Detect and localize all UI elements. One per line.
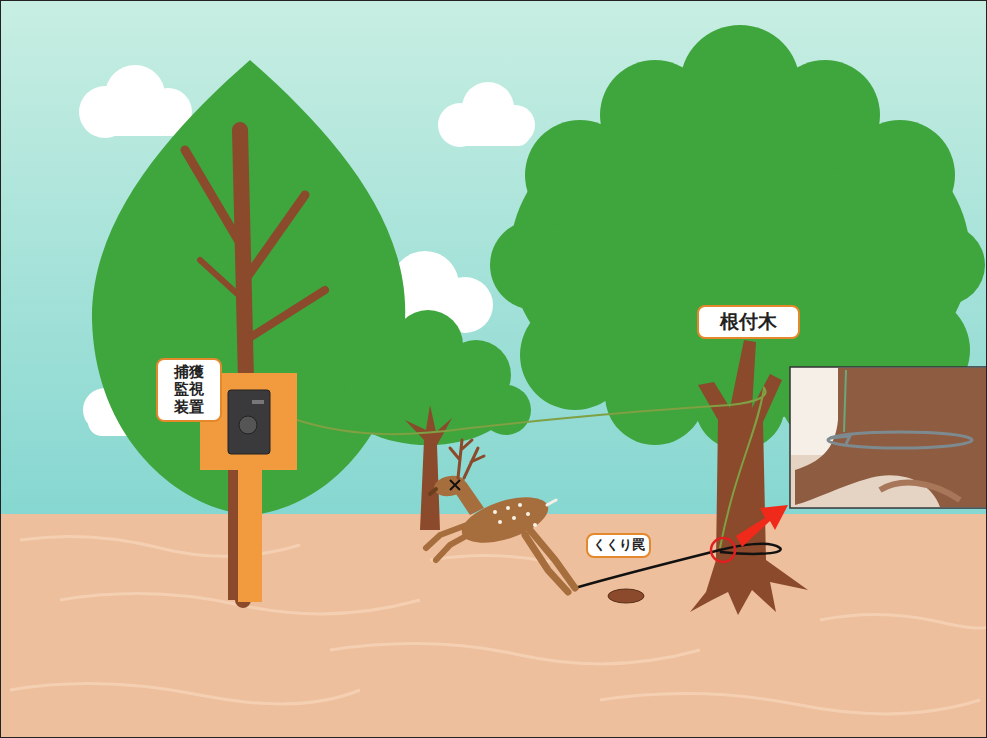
tree-branch [246, 290, 325, 340]
deer-spot [506, 506, 510, 510]
small-tree-trunk [405, 405, 452, 530]
ground-streak [600, 694, 980, 714]
inset-signal-wire [844, 370, 846, 432]
canopy-puff [525, 120, 635, 230]
highlight-circle [711, 538, 735, 562]
mount-post [238, 460, 262, 602]
deer-spots [493, 503, 537, 527]
cloud [438, 82, 535, 147]
deer-antlers [450, 440, 484, 478]
ground-streak [330, 644, 700, 664]
monitor-device [228, 390, 270, 454]
ground-texture [10, 536, 987, 713]
deer-spot [533, 523, 537, 527]
label-text: 捕獲 監視 装置 [162, 364, 216, 416]
deer-spot [512, 516, 516, 520]
inset-closeup [790, 367, 987, 508]
inset-wire-loop [828, 432, 972, 448]
deer-spot [498, 520, 502, 524]
ground [0, 514, 987, 738]
deer-spot [526, 512, 530, 516]
canopy-puff [905, 225, 985, 305]
device-slot [252, 400, 264, 404]
tree-branch [200, 260, 244, 300]
ground-streak [430, 555, 550, 562]
label-text-group: 捕獲 監視 装置 [162, 364, 216, 416]
label-text: くくり罠 [593, 538, 645, 553]
tree-branch [245, 195, 305, 280]
deer-spot [518, 503, 522, 507]
deer [426, 440, 575, 592]
label-box: 根付木 [697, 305, 800, 339]
device-lens [239, 416, 257, 434]
canopy-puff [845, 120, 955, 230]
deer-tail [547, 500, 556, 505]
inset-frame [790, 367, 987, 508]
deer-head [433, 473, 468, 498]
label-text: 根付木 [720, 311, 777, 333]
label-box: くくり罠 [586, 533, 651, 558]
canopy-puff [490, 220, 580, 310]
inset-root [880, 483, 960, 500]
inset-trunk [795, 368, 986, 507]
tree-branch [185, 150, 244, 250]
deer-hindleg [525, 530, 575, 592]
cloud-puff [90, 110, 185, 136]
trap-hole [608, 589, 644, 603]
sky [0, 0, 987, 516]
ground-streak [10, 684, 360, 704]
deer-muzzle [430, 489, 436, 494]
ground-streak [820, 614, 987, 628]
cloud-puff [445, 122, 530, 146]
label-text-group: 根付木 [720, 311, 777, 333]
deer-eye-mark [450, 480, 460, 490]
label-box: 捕獲 監視 装置 [156, 358, 222, 422]
label-text-group: くくり罠 [593, 538, 645, 553]
pointer-arrow [736, 505, 788, 547]
deer-spot [493, 510, 497, 514]
inset-wire-clip [830, 436, 850, 444]
cloud [79, 65, 192, 138]
canopy-puff [605, 345, 705, 445]
